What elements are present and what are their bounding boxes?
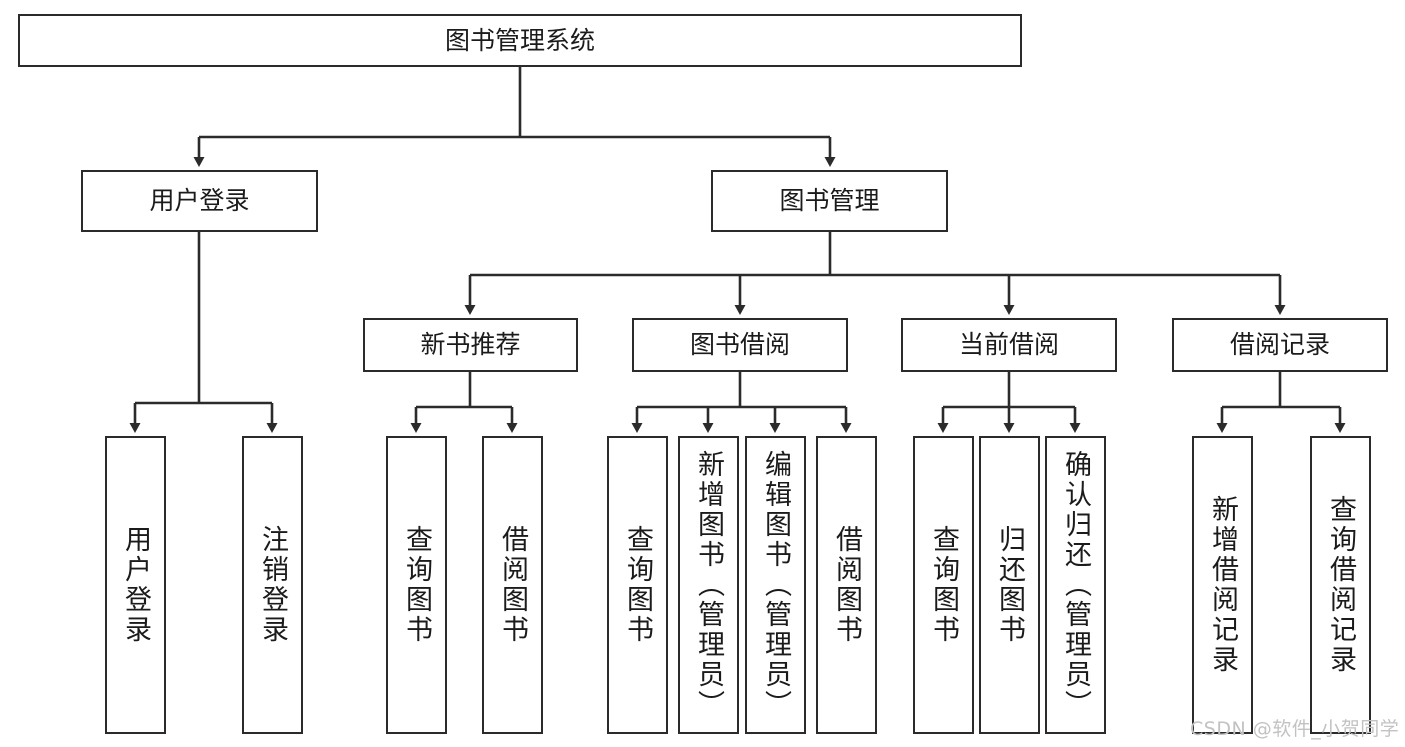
leaf-borrow-query-book[interactable]: 查询图书 [607,436,668,734]
leaf-current-return-book[interactable]: 归还图书 [979,436,1040,734]
csdn-watermark: CSDN @软件_小贺同学 [1190,718,1400,740]
leaf-user-login-logout[interactable]: 注销登录 [242,436,303,734]
leaf-current-confirm-return-admin[interactable]: 确认归还（管理员） [1045,436,1106,734]
node-label: 借阅图书 [831,525,862,645]
node-label: 新增图书（管理员） [693,450,724,720]
node-user-login[interactable]: 用户登录 [81,170,318,232]
node-label: 图书管理 [779,186,880,216]
node-label: 归还图书 [994,525,1025,645]
node-label: 用户登录 [149,186,250,216]
node-book-management[interactable]: 图书管理 [711,170,948,232]
node-label: 注销登录 [257,525,288,645]
leaf-record-add-record[interactable]: 新增借阅记录 [1192,436,1253,734]
node-label: 借阅图书 [497,525,528,645]
node-book-borrow[interactable]: 图书借阅 [632,318,848,372]
node-label: 新增借阅记录 [1207,495,1238,675]
node-current-borrow[interactable]: 当前借阅 [901,318,1117,372]
leaf-user-login-login[interactable]: 用户登录 [105,436,166,734]
node-label: 确认归还（管理员） [1060,450,1091,720]
node-label: 当前借阅 [958,330,1059,360]
node-label: 新书推荐 [420,330,521,360]
leaf-borrow-borrow-book[interactable]: 借阅图书 [816,436,877,734]
node-label: 查询图书 [401,525,432,645]
node-label: 用户登录 [120,525,151,645]
leaf-borrow-add-book-admin[interactable]: 新增图书（管理员） [678,436,739,734]
node-label: 借阅记录 [1229,330,1330,360]
node-new-book-recommend[interactable]: 新书推荐 [363,318,578,372]
leaf-borrow-edit-book-admin[interactable]: 编辑图书（管理员） [745,436,806,734]
node-label: 查询图书 [622,525,653,645]
node-label: 查询借阅记录 [1325,495,1356,675]
leaf-record-query-record[interactable]: 查询借阅记录 [1310,436,1371,734]
node-label: 查询图书 [928,525,959,645]
node-label: 图书管理系统 [444,25,595,55]
leaf-recommend-borrow-book[interactable]: 借阅图书 [482,436,543,734]
node-borrow-record[interactable]: 借阅记录 [1172,318,1388,372]
node-label: 图书借阅 [689,330,790,360]
leaf-recommend-query-book[interactable]: 查询图书 [386,436,447,734]
leaf-current-query-book[interactable]: 查询图书 [913,436,974,734]
node-root-system[interactable]: 图书管理系统 [18,14,1022,67]
node-label: 编辑图书（管理员） [760,450,791,720]
